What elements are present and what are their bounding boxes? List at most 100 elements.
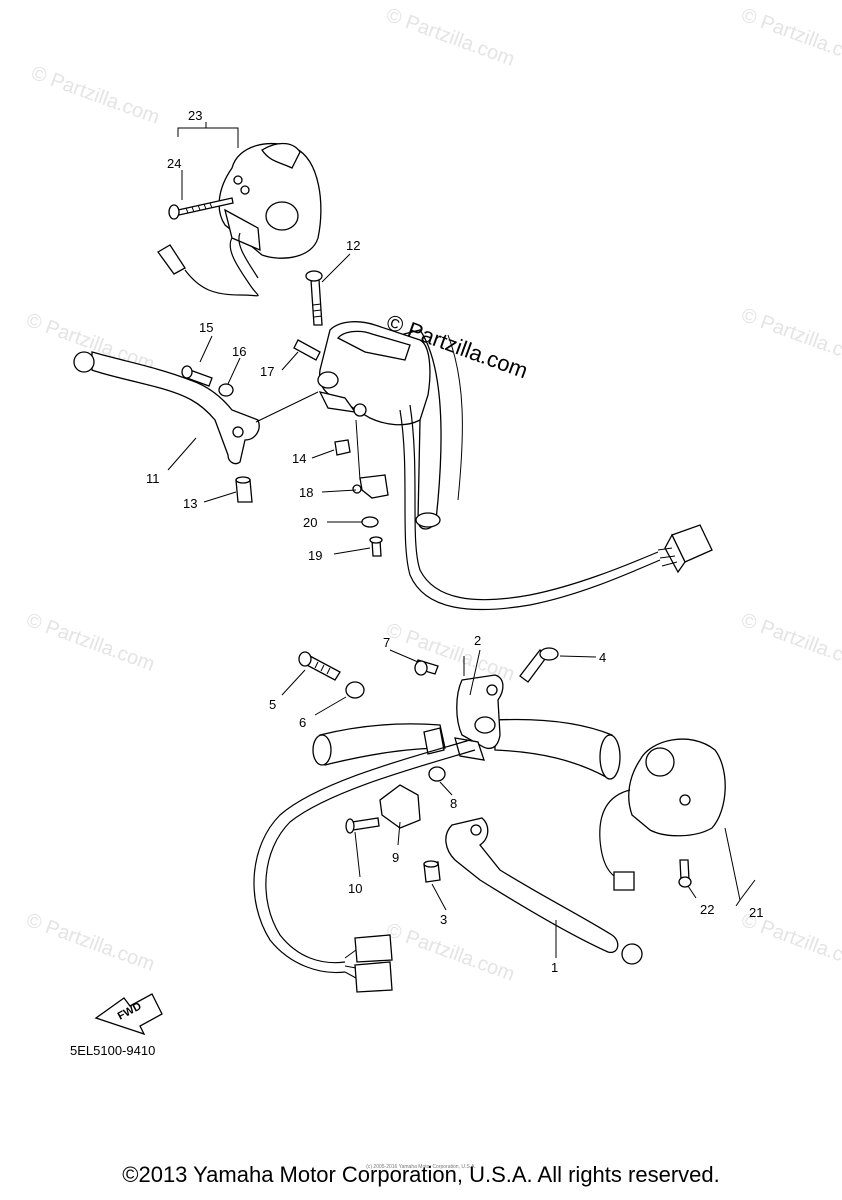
nut-8	[428, 766, 446, 782]
switch-housing-lower	[224, 208, 261, 252]
tube-edge	[447, 334, 463, 501]
callout: 23	[188, 108, 202, 123]
upper-harness	[399, 409, 661, 611]
watermark: © Partzilla.com	[383, 919, 517, 986]
pivot-collar	[423, 727, 445, 755]
connector-upper	[657, 524, 713, 574]
callout-labels: 23 24 12 15 16 17 11 13 14 18 20 19 7 2 …	[146, 108, 763, 975]
lower-harness	[253, 739, 471, 974]
callout: 5	[269, 697, 276, 712]
clutch-switch-9	[379, 784, 421, 829]
lower-harness	[265, 749, 476, 964]
upper-assembly	[73, 122, 713, 611]
nut-6	[345, 681, 365, 699]
callout: 4	[599, 650, 606, 665]
lever-ball-end	[73, 351, 95, 373]
callout: 18	[299, 485, 313, 500]
bracket-arm	[454, 737, 485, 761]
connector-lower	[344, 934, 393, 993]
watermark: © Partzilla.com	[383, 4, 517, 71]
pivot-hole	[317, 371, 339, 389]
left-lever	[91, 351, 260, 465]
bracket-hole	[486, 684, 498, 696]
screw-hole	[233, 175, 243, 185]
lever-pivot	[232, 426, 244, 438]
switch-housing-top	[261, 142, 301, 169]
callout: 20	[303, 515, 317, 530]
small-copyright-notice: (c) 2005-2016 Yamaha Motor Corporation, …	[366, 1164, 476, 1170]
watermark: © Partzilla.com	[23, 909, 157, 976]
copyright-footer: ©2013 Yamaha Motor Corporation, U.S.A. A…	[122, 1162, 720, 1187]
bolt-5	[298, 651, 341, 681]
bolt-15	[181, 365, 213, 387]
bracket-top	[336, 330, 411, 361]
watermark: © Partzilla.com	[738, 304, 842, 371]
callout: 15	[199, 320, 213, 335]
switch-wire	[184, 237, 259, 297]
screw-22	[678, 859, 692, 888]
screw-12	[305, 270, 323, 326]
nut-14	[334, 439, 351, 456]
bolt-4	[519, 647, 559, 683]
callout: 2	[474, 633, 481, 648]
callout: 19	[308, 548, 322, 563]
upper-harness	[409, 404, 659, 601]
callout: 3	[440, 912, 447, 927]
screw-10	[345, 817, 380, 834]
callout: 6	[299, 715, 306, 730]
switch-wire	[238, 232, 259, 279]
collar-3	[423, 860, 441, 883]
screw-24	[168, 197, 234, 220]
left-switch-housing	[218, 142, 322, 259]
lever-ball-end	[621, 943, 643, 965]
callout: 22	[700, 902, 714, 917]
screw-hole	[679, 794, 691, 806]
bracket-bore	[474, 716, 496, 734]
tube-end-upper	[415, 512, 441, 528]
screw-hole	[240, 185, 250, 195]
callout: 8	[450, 796, 457, 811]
watermark: © Partzilla.com	[28, 62, 162, 129]
collar-13	[235, 476, 253, 503]
bracket-hole	[353, 403, 367, 417]
callout: 12	[346, 238, 360, 253]
screw-19	[369, 536, 383, 557]
diagram-code: 5EL5100-9410	[70, 1043, 155, 1058]
watermark: © Partzilla.com	[23, 609, 157, 676]
right-switch-wire	[599, 789, 631, 881]
wire-terminal	[157, 244, 186, 275]
watermark: © Partzilla.com	[738, 609, 842, 676]
bar-hole	[645, 747, 675, 777]
lever-pivot	[470, 824, 482, 836]
callout: 7	[383, 635, 390, 650]
watermark: © Partzilla.com	[738, 4, 842, 71]
callout: 17	[260, 364, 274, 379]
callout: 13	[183, 496, 197, 511]
callout: 21	[749, 905, 763, 920]
handlebar-tube-lower-right	[494, 718, 613, 780]
callout: 11	[146, 471, 160, 486]
nut-16	[218, 383, 234, 397]
callout: 24	[167, 156, 181, 171]
grip-end	[599, 734, 621, 780]
washer-20	[361, 516, 379, 528]
bar-hole	[265, 201, 299, 231]
callout: 16	[232, 344, 246, 359]
right-switch-housing	[628, 738, 726, 837]
leader-lines-upper	[167, 122, 371, 555]
bolt-17	[293, 339, 321, 361]
handlebar-tube-lower-left	[319, 723, 446, 766]
fwd-arrow: FWD	[94, 993, 163, 1036]
switch-pin	[352, 484, 362, 494]
brake-switch-18	[359, 474, 389, 499]
leader-lines-lower	[281, 649, 756, 958]
tube-end	[312, 734, 332, 766]
callout: 14	[292, 451, 306, 466]
right-wire-connector	[613, 871, 635, 891]
lower-assembly: FWD 5EL5100-9410	[70, 647, 756, 1058]
screw-7	[414, 659, 439, 676]
clutch-lever	[445, 817, 619, 954]
callout: 9	[392, 850, 399, 865]
callout: 10	[348, 881, 362, 896]
